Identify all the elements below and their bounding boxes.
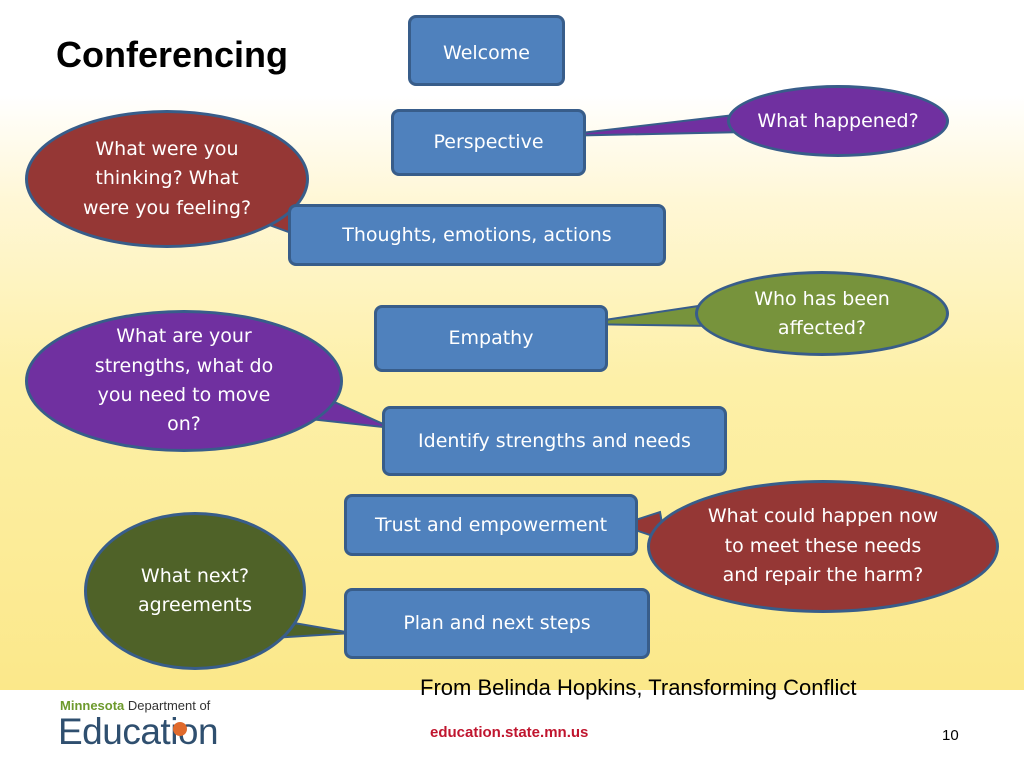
box-label: Perspective	[433, 131, 544, 154]
mde-logo-wordmark: Education	[58, 711, 219, 752]
box-trust-empowerment: Trust and empowerment	[344, 494, 638, 556]
bubble-text: What were you thinking? What were you fe…	[82, 137, 252, 219]
bubble-text: What could happen now to meet these need…	[707, 505, 939, 587]
bubble-text: What are your strengths, what do you nee…	[94, 325, 274, 436]
box-empathy: Empathy	[374, 305, 608, 372]
bubble-thinking-feeling: What were you thinking? What were you fe…	[25, 110, 309, 248]
mde-logo-subtitle: Minnesota Department of	[60, 698, 210, 713]
logo-state: Minnesota	[60, 698, 125, 713]
box-label: Empathy	[448, 327, 534, 350]
box-label: Identify strengths and needs	[418, 429, 691, 452]
bubble-text: What next? agreements	[137, 564, 253, 616]
bubble-who-affected: Who has been affected?	[695, 271, 949, 356]
apple-icon	[173, 722, 187, 736]
bubble-text: What happened?	[757, 109, 919, 132]
box-perspective: Perspective	[391, 109, 586, 176]
footer-band	[0, 690, 1024, 768]
bubble-what-next: What next? agreements	[84, 512, 306, 670]
box-welcome: Welcome	[408, 15, 565, 86]
box-label: Trust and empowerment	[374, 513, 608, 536]
box-label: Welcome	[443, 42, 530, 64]
box-label: Plan and next steps	[403, 612, 591, 635]
box-identify-strengths-needs: Identify strengths and needs	[382, 406, 727, 476]
box-plan-next-steps: Plan and next steps	[344, 588, 650, 659]
bubble-text: Who has been affected?	[754, 288, 890, 339]
footer-url[interactable]: education.state.mn.us	[430, 724, 589, 741]
slide-title: Conferencing	[56, 34, 289, 75]
logo-dept: Department of	[127, 698, 211, 713]
box-thoughts-emotions-actions: Thoughts, emotions, actions	[288, 204, 666, 266]
source-credit: From Belinda Hopkins, Transforming Confl…	[420, 675, 857, 700]
bubble-could-happen: What could happen now to meet these need…	[647, 480, 999, 613]
bubble-what-happened: What happened?	[727, 85, 949, 157]
page-number: 10	[942, 727, 959, 744]
bubble-strengths: What are your strengths, what do you nee…	[25, 310, 343, 452]
box-label: Thoughts, emotions, actions	[342, 223, 612, 246]
